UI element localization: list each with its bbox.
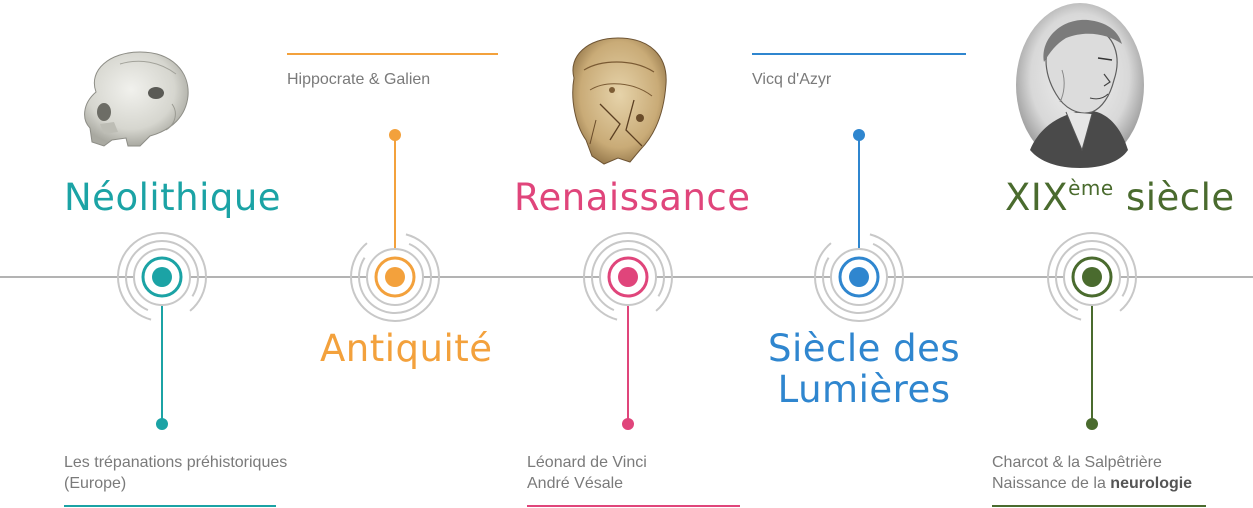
note-xix: Charcot & la Salpêtrière Naissance de la…: [992, 452, 1192, 494]
portrait-icon: [1016, 3, 1144, 168]
era-label-lumieres-line1: Siècle des: [768, 329, 960, 370]
note-neolithique: Les trépanations préhistoriques (Europe): [64, 452, 287, 494]
era-label-xix-sup: ème: [1068, 176, 1114, 200]
note-antiquite: Hippocrate & Galien: [287, 69, 430, 90]
era-label-renaissance: Renaissance: [514, 178, 751, 219]
note-xix-line1: Charcot & la Salpêtrière: [992, 452, 1192, 473]
note-neolithique-line2: (Europe): [64, 473, 287, 494]
stem-dot-renaissance: [622, 418, 634, 430]
note-lumieres-line1: Vicq d'Azyr: [752, 69, 831, 90]
era-label-lumieres-line2: Lumières: [768, 370, 960, 411]
era-label-antiquite: Antiquité: [320, 329, 493, 370]
note-neolithique-line1: Les trépanations préhistoriques: [64, 452, 287, 473]
stem-dot-xix: [1086, 418, 1098, 430]
note-lumieres: Vicq d'Azyr: [752, 69, 831, 90]
skull-icon: [85, 52, 189, 146]
era-label-neolithique: Néolithique: [64, 178, 281, 219]
era-label-lumieres: Siècle des Lumières: [768, 329, 960, 410]
center-dot-neolithique: [152, 267, 172, 287]
era-label-xix-prefix: XIX: [1005, 176, 1068, 219]
anatomical-skull-icon: [573, 38, 666, 164]
marker-antiquite: [287, 54, 498, 321]
center-dot-renaissance: [618, 267, 638, 287]
stem-dot-antiquite: [389, 129, 401, 141]
stem-dot-lumieres: [853, 129, 865, 141]
note-antiquite-line1: Hippocrate & Galien: [287, 69, 430, 90]
center-dot-antiquite: [385, 267, 405, 287]
note-renaissance-line1: Léonard de Vinci: [527, 452, 647, 473]
center-dot-lumieres: [849, 267, 869, 287]
note-renaissance-line2: André Vésale: [527, 473, 647, 494]
note-renaissance: Léonard de Vinci André Vésale: [527, 452, 647, 494]
note-xix-line2-bold: neurologie: [1110, 475, 1192, 492]
era-label-xix-suffix: siècle: [1114, 176, 1235, 219]
era-label-xix: XIXème siècle: [1005, 178, 1235, 219]
note-xix-line2: Naissance de la neurologie: [992, 473, 1192, 494]
center-dot-xix: [1082, 267, 1102, 287]
marker-lumieres: [752, 54, 966, 321]
note-xix-line2-prefix: Naissance de la: [992, 475, 1110, 492]
stem-dot-neolithique: [156, 418, 168, 430]
